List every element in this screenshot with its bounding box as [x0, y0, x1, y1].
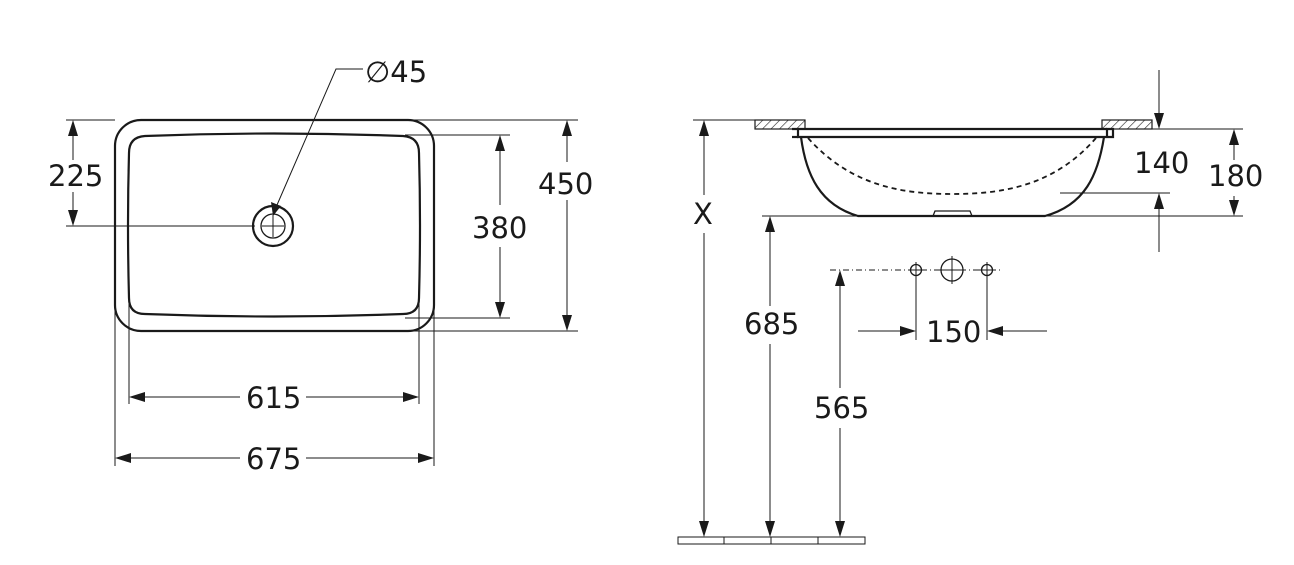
dim-380-arrow-bottom — [495, 302, 505, 318]
dim-140-arrow-bottom — [1154, 193, 1164, 209]
dim-450-arrow-top — [562, 120, 572, 136]
dim-675-arrow-right — [418, 453, 434, 463]
dim-140-arrow-top — [1154, 113, 1164, 129]
dim-380-arrow-top — [495, 135, 505, 151]
dim-615-label: 615 — [246, 381, 301, 415]
plan-view: ∅45 225 380 450 615 — [48, 55, 593, 476]
dim-150-arrow-left — [900, 326, 916, 336]
dim-x-arrow-top — [699, 120, 709, 136]
basin-bowl-profile — [799, 136, 1106, 218]
dim-225-label: 225 — [48, 159, 103, 193]
dim-675-arrow-left — [115, 453, 131, 463]
dim-565-arrow-bottom — [835, 521, 845, 537]
dim-180-label: 180 — [1208, 159, 1263, 193]
diameter-leader-arrow — [271, 202, 281, 216]
basin-inner-dashed — [807, 137, 1097, 195]
dim-450-label: 450 — [538, 167, 593, 201]
tap-hole-right — [979, 262, 995, 278]
dim-150-label: 150 — [926, 315, 981, 349]
basin-rim — [792, 127, 1115, 139]
dim-140-label: 140 — [1134, 146, 1189, 180]
tap-hole-centre — [938, 256, 966, 284]
dim-180-arrow-top — [1229, 129, 1239, 145]
dim-180-arrow-bottom — [1229, 200, 1239, 216]
countertop-left — [754, 119, 806, 130]
dim-565-label: 565 — [814, 391, 869, 425]
dim-150-arrow-right — [987, 326, 1003, 336]
dim-565-arrow-top — [835, 270, 845, 286]
dim-450-arrow-bottom — [562, 315, 572, 331]
dim-685-arrow-bottom — [765, 521, 775, 537]
countertop-right — [1101, 119, 1153, 130]
tap-hole-left — [908, 262, 924, 278]
dim-615-arrow-right — [403, 392, 419, 402]
dim-685-arrow-top — [765, 216, 775, 232]
basin-outlet — [932, 210, 973, 217]
dim-685-label: 685 — [744, 307, 799, 341]
side-view: 140 180 X 685 — [677, 70, 1263, 545]
dim-x-label: X — [693, 197, 713, 231]
dim-675-label: 675 — [246, 442, 301, 476]
diameter-leader — [276, 68, 363, 206]
dim-225-arrow-bottom — [68, 210, 78, 226]
dim-225-arrow-top — [68, 120, 78, 136]
dim-615-arrow-left — [129, 392, 145, 402]
dim-380-label: 380 — [472, 211, 527, 245]
basin-inner-outline — [126, 132, 422, 318]
drain-diameter-label: ∅45 — [365, 55, 427, 89]
dim-x-arrow-bottom — [699, 521, 709, 537]
